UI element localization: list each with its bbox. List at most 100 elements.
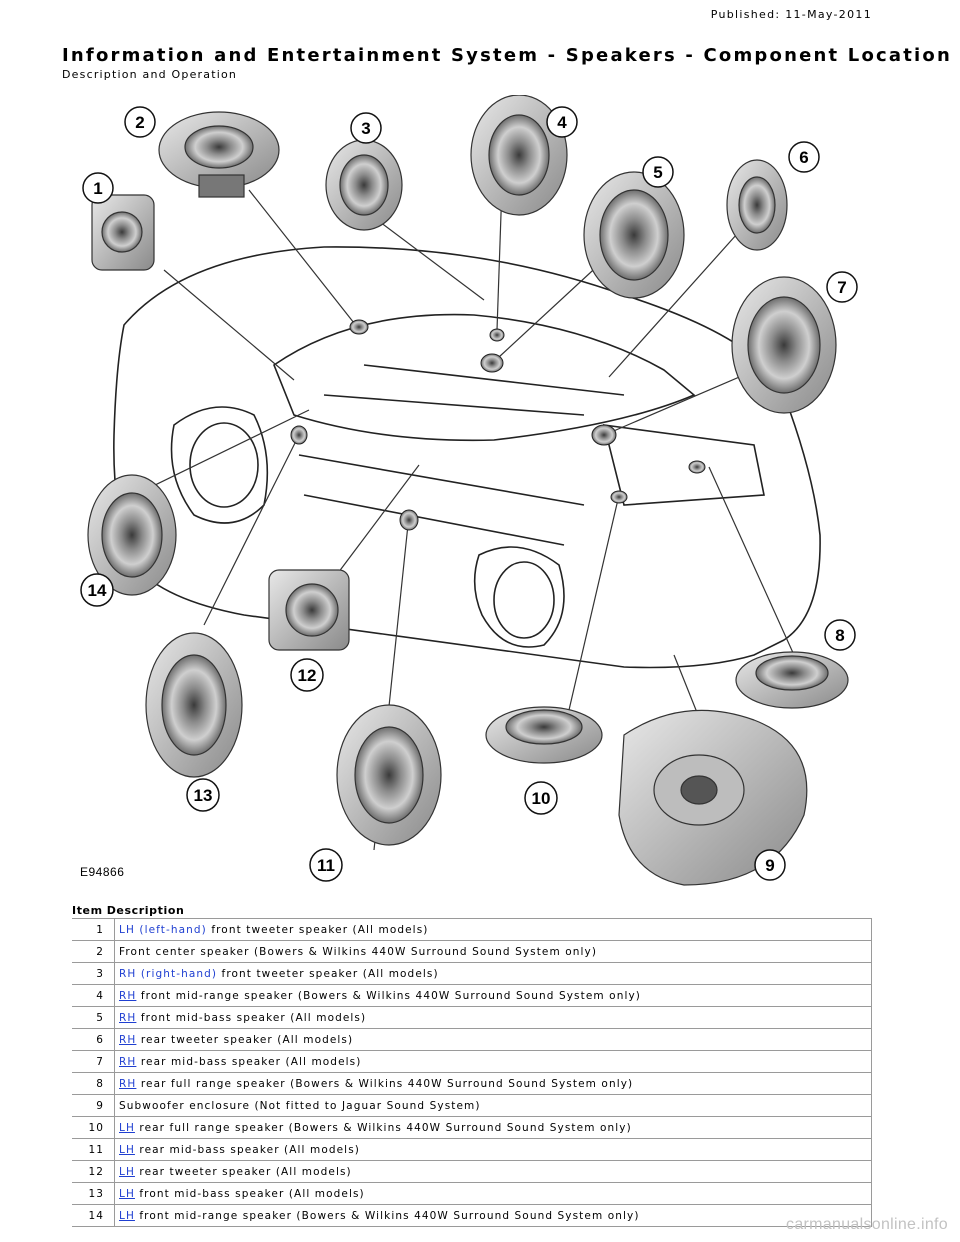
page-title: Information and Entertainment System - S… <box>62 45 952 66</box>
col-description-header: Description <box>106 904 185 917</box>
item-number: 5 <box>72 1006 115 1029</box>
side-link[interactable]: LH <box>119 1165 135 1178</box>
speaker-3 <box>325 139 403 231</box>
svg-text:13: 13 <box>194 786 213 805</box>
description-text: rear mid-bass speaker (All models) <box>134 1143 360 1156</box>
svg-text:4: 4 <box>557 113 567 132</box>
description-text: Subwoofer enclosure (Not fitted to Jagua… <box>119 1099 481 1112</box>
item-number: 10 <box>72 1116 115 1139</box>
description-text: front mid-bass speaker (All models) <box>136 1011 367 1024</box>
svg-text:6: 6 <box>799 148 808 167</box>
side-link[interactable]: LH (left-hand) <box>119 923 207 936</box>
page-subtitle: Description and Operation <box>62 68 238 81</box>
description-text: Front center speaker (Bowers & Wilkins 4… <box>119 945 598 958</box>
side-link[interactable]: RH <box>119 1011 137 1024</box>
item-description: Subwoofer enclosure (Not fitted to Jagua… <box>114 1094 872 1117</box>
side-link[interactable]: LH <box>119 1121 135 1134</box>
side-link[interactable]: RH <box>119 1077 137 1090</box>
table-row: 6 RH rear tweeter speaker (All models) <box>72 1028 872 1051</box>
speaker-10 <box>485 706 603 764</box>
callout-1: 1 <box>82 172 114 204</box>
speaker-12 <box>268 569 350 651</box>
item-number: 3 <box>72 962 115 985</box>
item-number: 8 <box>72 1072 115 1095</box>
speaker-5 <box>583 171 685 299</box>
published-date: Published: 11-May-2011 <box>710 8 872 21</box>
description-text: front tweeter speaker (All models) <box>217 967 439 980</box>
table-row: 1 LH (left-hand) front tweeter speaker (A… <box>72 918 872 941</box>
callout-10: 10 <box>524 781 558 815</box>
side-link[interactable]: RH <box>119 1033 137 1046</box>
callout-6: 6 <box>788 141 820 173</box>
speaker-8 <box>735 651 849 709</box>
item-description: LH rear full range speaker (Bowers & Wil… <box>114 1116 872 1139</box>
svg-text:14: 14 <box>88 581 107 600</box>
item-number: 9 <box>72 1094 115 1117</box>
item-number: 13 <box>72 1182 115 1205</box>
callout-11: 11 <box>309 848 343 882</box>
col-item-header: Item <box>72 904 103 917</box>
item-number: 12 <box>72 1160 115 1183</box>
callout-3: 3 <box>350 112 382 144</box>
description-text: rear tweeter speaker (All models) <box>134 1165 352 1178</box>
item-description-table: 1 LH (left-hand) front tweeter speaker (A… <box>72 918 872 1227</box>
watermark: carmanualsonline.info <box>786 1216 948 1233</box>
item-description: LH rear tweeter speaker (All models) <box>114 1160 872 1183</box>
svg-text:1: 1 <box>93 179 102 198</box>
svg-text:3: 3 <box>361 119 370 138</box>
speaker-location-diagram: 1 2 3 4 5 6 7 8 9 10 11 12 13 14 <box>64 95 876 890</box>
side-link[interactable]: LH <box>119 1143 135 1156</box>
svg-text:11: 11 <box>317 856 335 875</box>
item-number: 4 <box>72 984 115 1007</box>
callout-14: 14 <box>80 573 114 607</box>
callout-9: 9 <box>754 849 786 881</box>
side-link[interactable]: RH <box>119 1055 137 1068</box>
speaker-13 <box>145 632 243 778</box>
description-text: rear mid-bass speaker (All models) <box>136 1055 362 1068</box>
svg-text:5: 5 <box>653 163 662 182</box>
item-description: RH front mid-range speaker (Bowers & Wil… <box>114 984 872 1007</box>
side-link[interactable]: LH <box>119 1187 135 1200</box>
speaker-components <box>87 95 849 886</box>
description-text: front mid-range speaker (Bowers & Wilkin… <box>136 989 641 1002</box>
item-number: 1 <box>72 918 115 941</box>
speaker-2 <box>158 111 280 198</box>
item-description: RH front mid-bass speaker (All models) <box>114 1006 872 1029</box>
description-text: rear tweeter speaker (All models) <box>136 1033 354 1046</box>
description-text: front tweeter speaker (All models) <box>206 923 429 936</box>
speaker-4 <box>470 95 568 216</box>
item-description: LH front mid-range speaker (Bowers & Wil… <box>114 1204 872 1227</box>
item-number: 14 <box>72 1204 115 1227</box>
car-outline <box>113 246 821 669</box>
description-text: rear full range speaker (Bowers & Wilkin… <box>134 1121 632 1134</box>
item-number: 7 <box>72 1050 115 1073</box>
side-link[interactable]: RH (right-hand) <box>119 967 218 980</box>
speaker-1 <box>91 194 155 271</box>
side-link[interactable]: RH <box>119 989 137 1002</box>
description-text: front mid-range speaker (Bowers & Wilkin… <box>134 1209 640 1222</box>
item-description: RH rear full range speaker (Bowers & Wil… <box>114 1072 872 1095</box>
item-number: 6 <box>72 1028 115 1051</box>
svg-text:2: 2 <box>135 113 144 132</box>
item-description: LH front mid-bass speaker (All models) <box>114 1182 872 1205</box>
callout-7: 7 <box>826 271 858 303</box>
table-row: 9 Subwoofer enclosure (Not fitted to Jagu… <box>72 1094 872 1117</box>
side-link[interactable]: LH <box>119 1209 135 1222</box>
svg-text:8: 8 <box>835 626 844 645</box>
item-description: RH (right-hand) front tweeter speaker (A… <box>114 962 872 985</box>
callout-5: 5 <box>642 156 674 188</box>
speaker-11 <box>336 704 442 846</box>
callout-2: 2 <box>124 106 156 138</box>
item-description: RH rear mid-bass speaker (All models) <box>114 1050 872 1073</box>
description-text: front mid-bass speaker (All models) <box>134 1187 365 1200</box>
